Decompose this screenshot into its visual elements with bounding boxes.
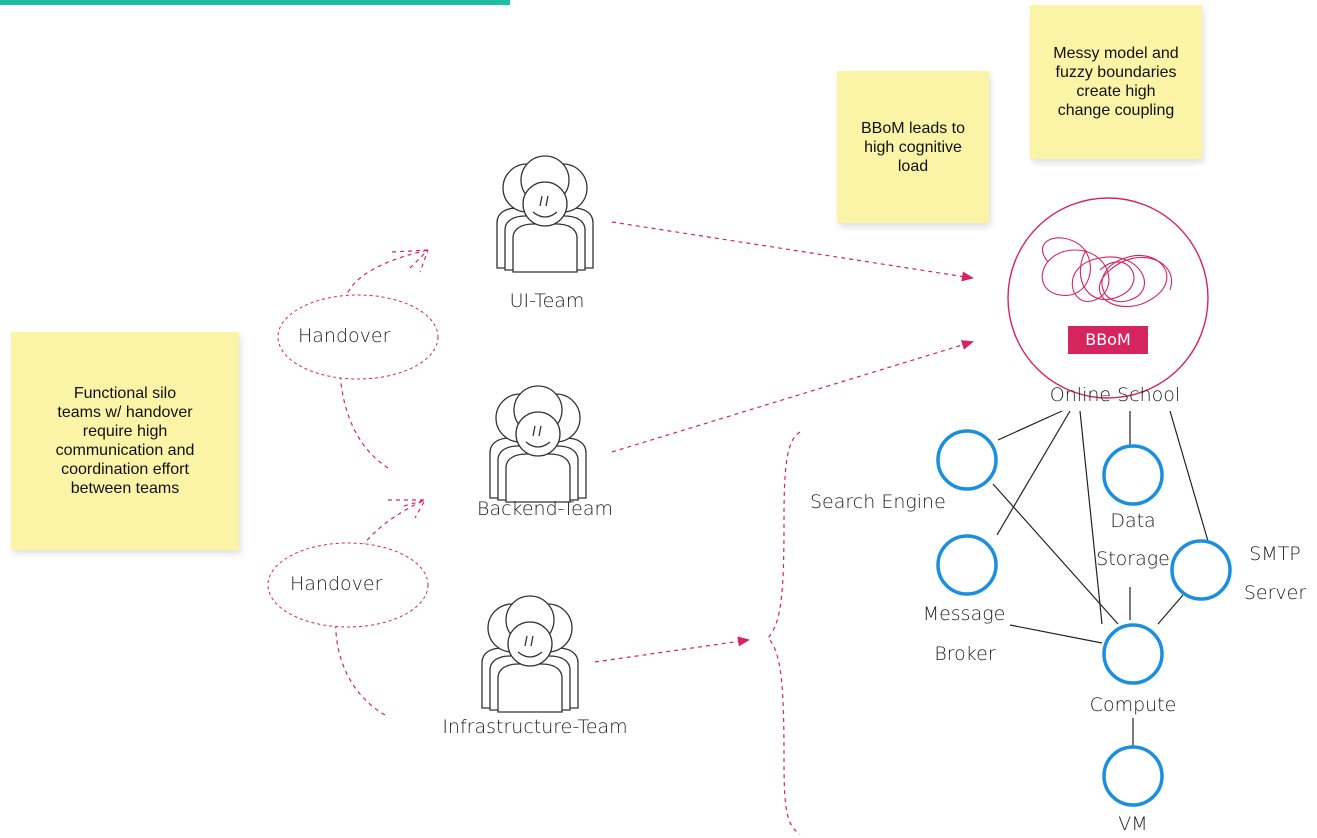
handover-flow-upper-arrow [409, 249, 429, 273]
handover-flow-upper [338, 249, 429, 469]
service-message-broker-node [936, 534, 998, 596]
service-label-server: Server [1243, 582, 1307, 604]
service-nodes [936, 429, 1232, 807]
arrow-infra-to-bracket [594, 636, 750, 663]
handover-label-1: Handover [298, 325, 391, 347]
sticky-note-silo: Functional silo teams w/ handover requir… [11, 332, 239, 550]
service-label-vm: VM [1118, 813, 1148, 835]
service-label-smtp: SMTP [1249, 543, 1301, 565]
service-vm-node [1102, 745, 1164, 807]
service-label-broker: Broker [934, 643, 996, 665]
people-group-icon [496, 155, 594, 273]
service-compute-node [1102, 623, 1164, 685]
service-label-message: Message [922, 603, 1006, 625]
service-search-engine-node [936, 429, 998, 491]
team-arrows [594, 221, 974, 663]
team-label-ui: UI-Team [509, 290, 585, 312]
handover-flows [335, 249, 429, 716]
service-smtp-node [1170, 539, 1232, 601]
bbom-system-circle [1007, 197, 1209, 399]
bbom-badge: BBoM [1085, 330, 1131, 349]
team-label-backend: Backend-Team [477, 498, 613, 520]
service-label-data: Data [1110, 510, 1156, 532]
sticky-note-messy: Messy model and fuzzy boundaries create … [1030, 5, 1202, 159]
service-data-storage-node [1102, 444, 1164, 506]
handover-bubble-2 [267, 542, 429, 628]
bbom-scribble-icon [1041, 237, 1173, 308]
infra-bracket [767, 431, 801, 835]
service-label-storage: Storage [1096, 548, 1170, 570]
system-label-online-school: Online School [1049, 384, 1181, 406]
arrow-backend-to-bbom [611, 340, 974, 453]
arrow-ui-to-bbom [611, 221, 974, 282]
accent-bar [0, 0, 510, 5]
service-label-compute: Compute [1089, 694, 1177, 716]
service-label-search-engine: Search Engine [810, 491, 946, 513]
service-connections [992, 410, 1211, 748]
people-group-icon [481, 595, 579, 713]
handover-flow-upper-tick [391, 249, 429, 253]
people-group-icon [489, 385, 587, 503]
handover-label-2: Handover [290, 573, 383, 595]
sticky-note-cognitive: BBoM leads to high cognitive load [837, 71, 989, 223]
handover-flow-lower-arrow [403, 499, 427, 519]
handover-bubble-1 [277, 294, 439, 380]
bbom-badge-bg [1068, 326, 1148, 354]
team-label-infra: Infrastructure-Team [442, 716, 628, 738]
